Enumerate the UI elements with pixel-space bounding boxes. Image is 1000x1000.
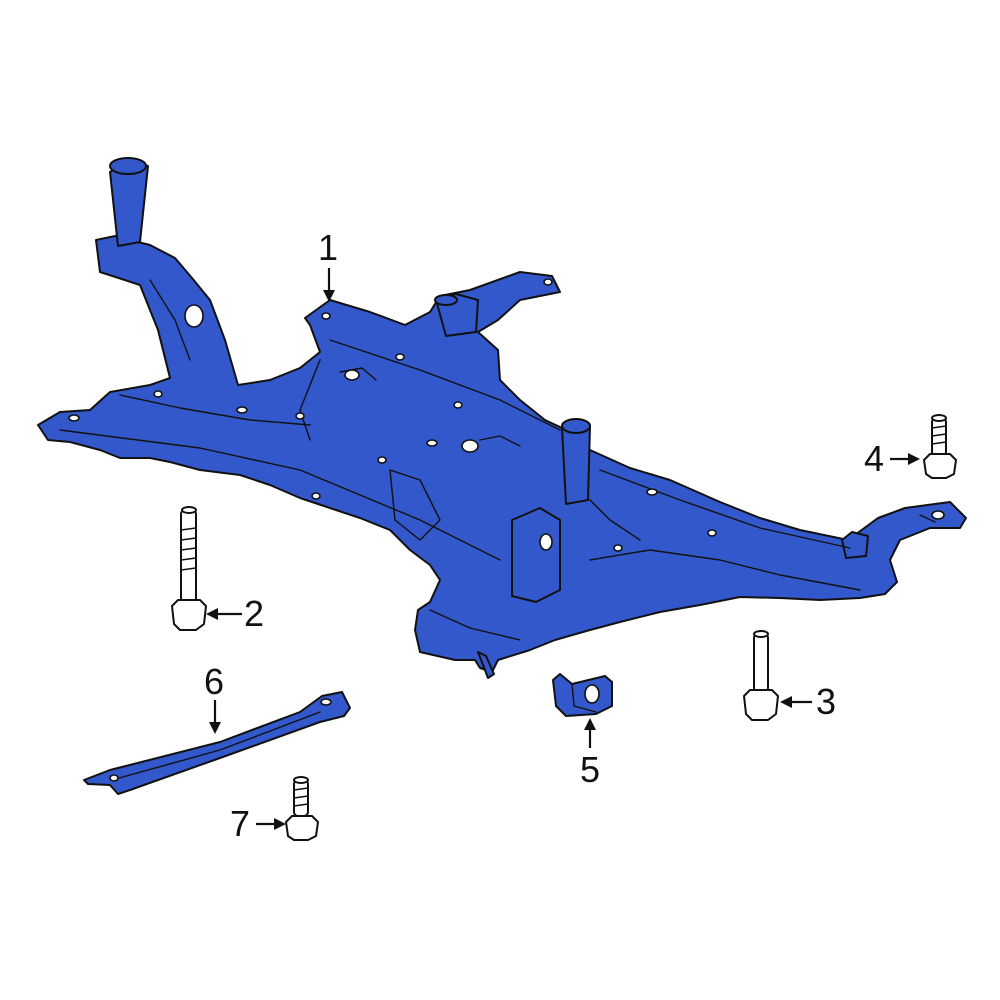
brace-part[interactable]: [83, 691, 351, 795]
callout-3: 3: [816, 681, 836, 722]
callout-7: 7: [230, 803, 250, 844]
leader-lines: [206, 268, 920, 830]
callout-5: 5: [580, 749, 600, 790]
crossmember-part[interactable]: [37, 157, 967, 679]
bolt-4-part[interactable]: [923, 414, 957, 479]
long-bolt-part[interactable]: [171, 506, 207, 631]
callout-1: 1: [318, 227, 338, 268]
bolt-7-part[interactable]: [285, 776, 319, 841]
bracket-clip-part[interactable]: [552, 673, 613, 717]
callout-4: 4: [864, 438, 884, 479]
callout-2: 2: [244, 593, 264, 634]
bolt-3-part[interactable]: [743, 630, 779, 721]
callout-6: 6: [204, 661, 224, 702]
